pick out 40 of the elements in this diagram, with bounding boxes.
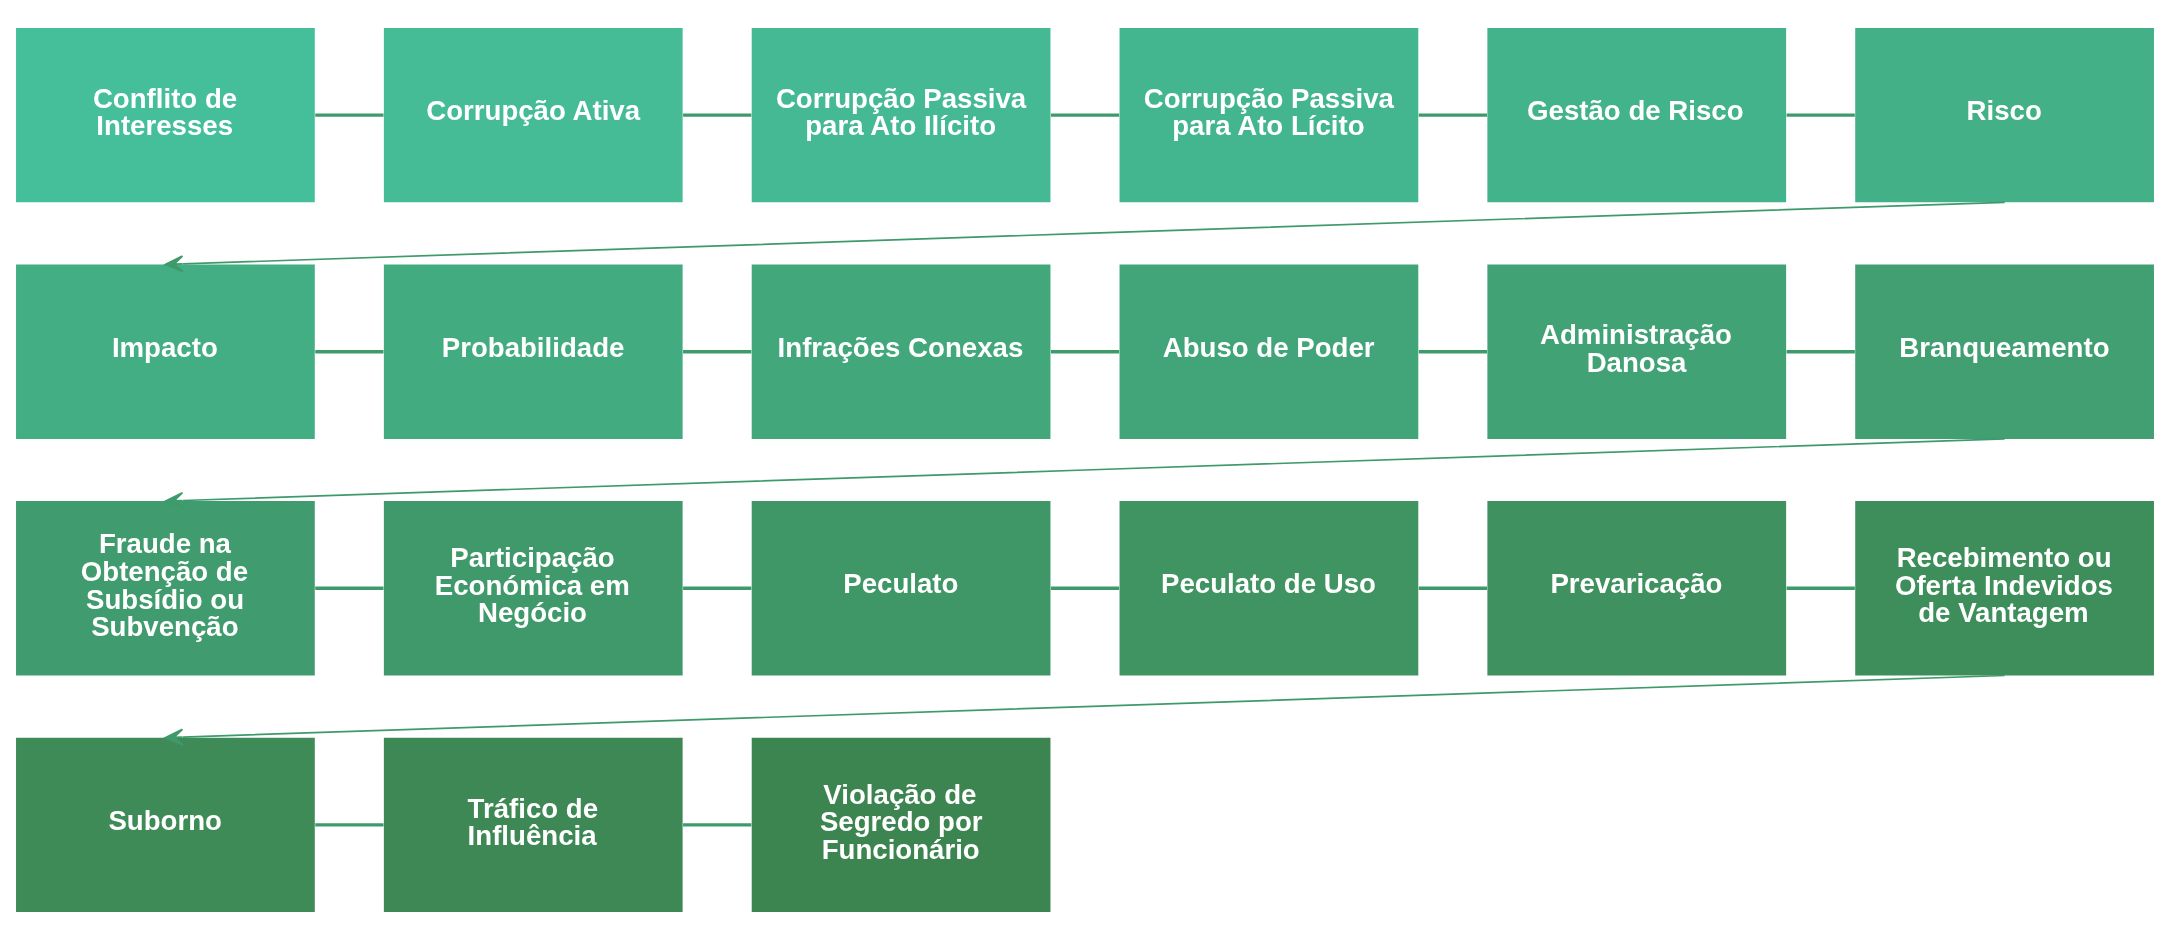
arrow [164, 674, 2006, 746]
connector [1418, 350, 1487, 354]
node-box: Gestão de Risco [1487, 27, 1787, 203]
node-box: Risco [1855, 27, 2154, 203]
node-box: Recebimento ou Oferta Indevidos de Vantagem [1855, 501, 2154, 676]
connector [1050, 113, 1120, 117]
connector [1050, 586, 1120, 590]
node-box: Abuso de Poder [1119, 264, 1419, 439]
connector [683, 350, 752, 354]
connector [315, 823, 384, 827]
node-box: Infrações Conexas [751, 264, 1051, 439]
connector [683, 823, 752, 827]
connector [1418, 586, 1487, 590]
node-box: Conflito de Interesses [16, 27, 315, 203]
connector [1786, 350, 1855, 354]
connector [315, 350, 384, 354]
node-box: Tráfico de Influência [383, 737, 683, 913]
connector [1418, 113, 1487, 117]
connector [1786, 586, 1855, 590]
node-box: Fraude na Obtenção de Subsídio ou Subvenção [16, 501, 315, 676]
connector [1050, 350, 1120, 354]
connector [315, 586, 384, 590]
connector [683, 113, 752, 117]
connector [683, 586, 752, 590]
node-box: Administração Danosa [1487, 264, 1787, 439]
node-box: Suborno [16, 737, 315, 913]
node-box: Peculato [751, 501, 1051, 676]
connector [1786, 113, 1855, 117]
node-box: Violação de Segredo por Funcionário [751, 737, 1051, 913]
node-box: Impacto [16, 264, 315, 439]
connector [315, 113, 384, 117]
node-box: Prevaricação [1487, 501, 1787, 676]
node-box: Probabilidade [383, 264, 683, 439]
arrow [164, 201, 2006, 273]
node-box: Participação Económica em Negócio [383, 501, 683, 676]
node-box: Corrupção Passiva para Ato Ilícito [751, 27, 1051, 203]
node-box: Corrupção Ativa [383, 27, 683, 203]
node-box: Peculato de Uso [1119, 501, 1419, 676]
node-box: Branqueamento [1855, 264, 2154, 439]
node-box: Corrupção Passiva para Ato Lícito [1119, 27, 1419, 203]
